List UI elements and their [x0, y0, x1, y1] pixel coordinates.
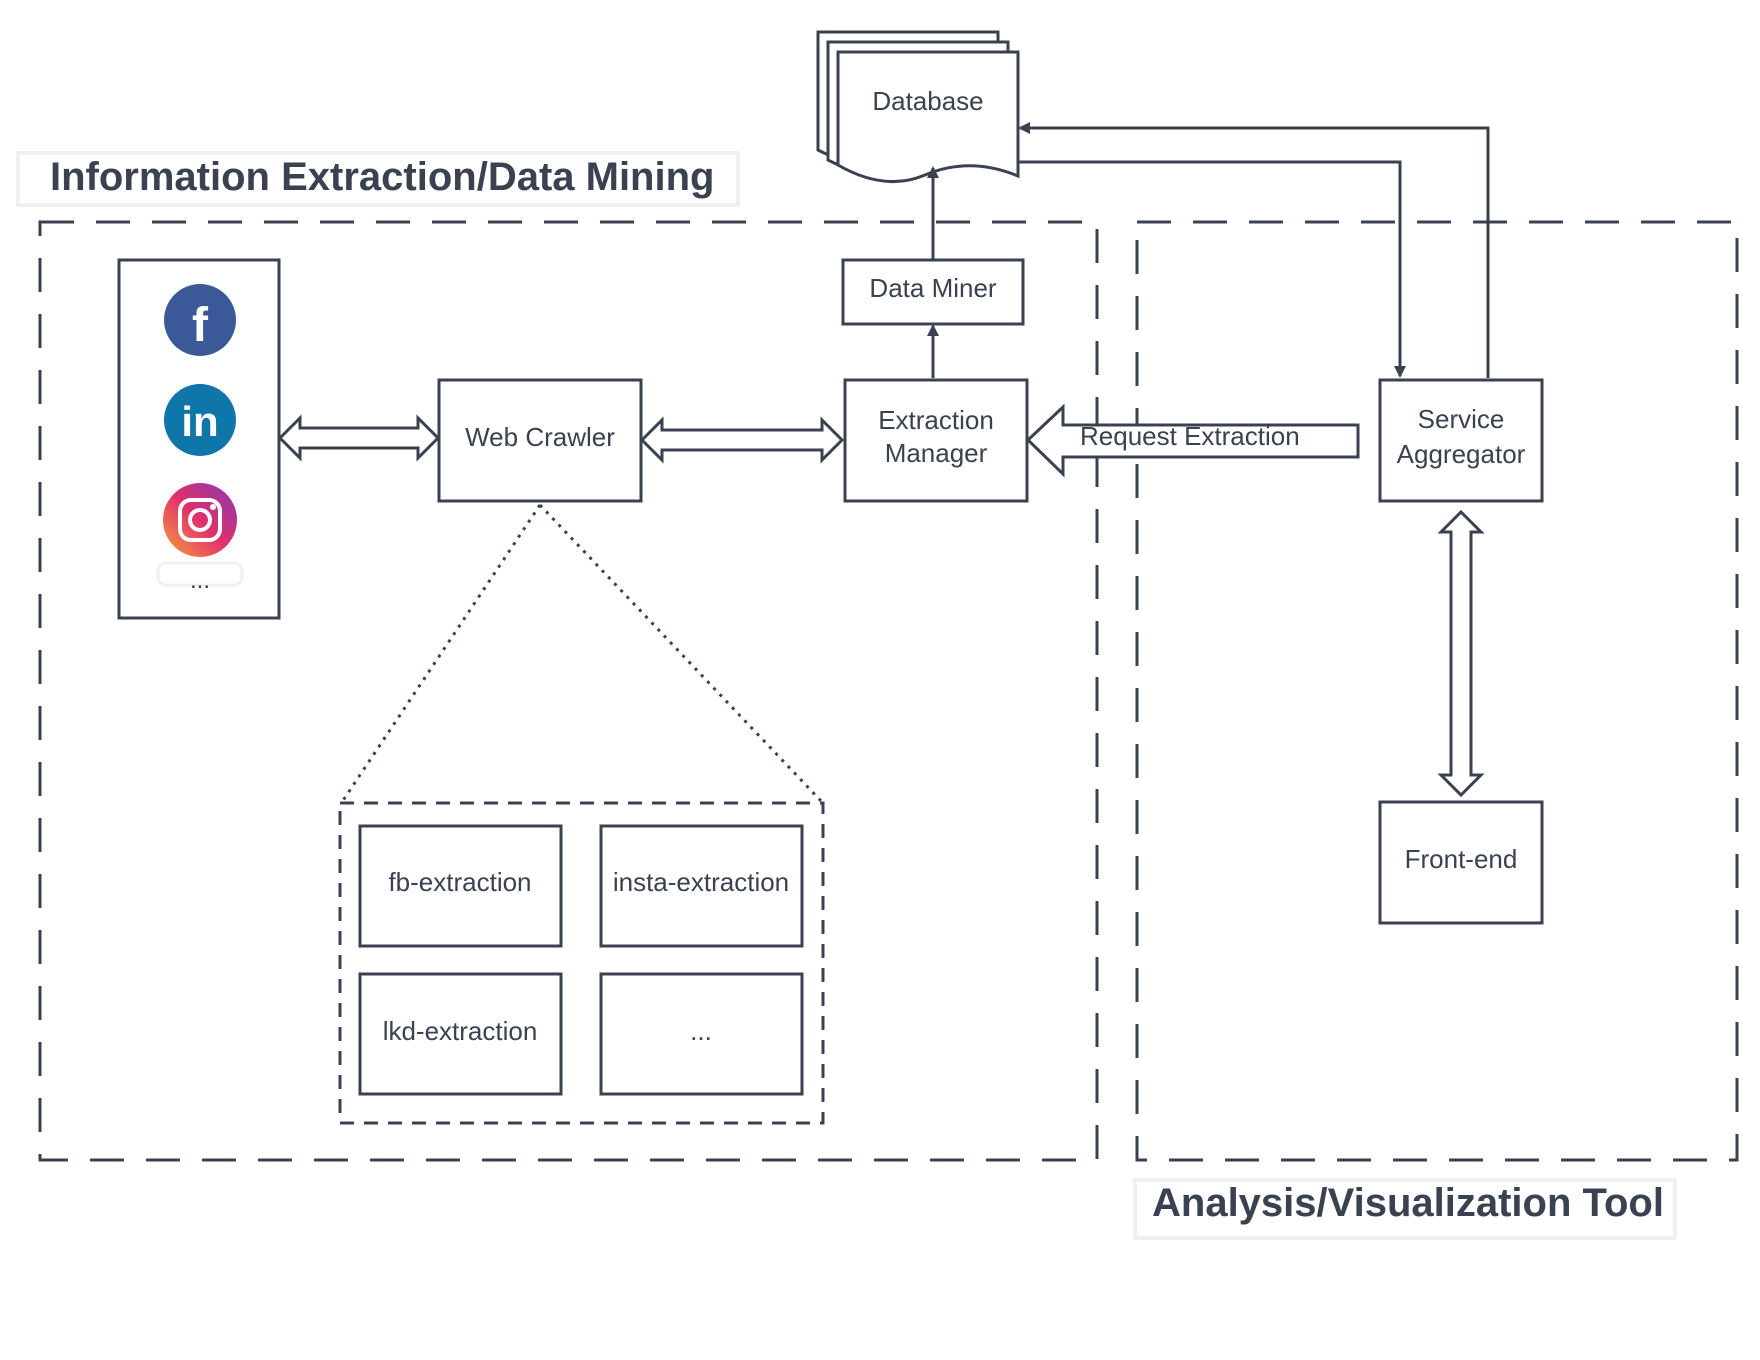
extraction-title-bg [16, 151, 740, 207]
front-end-label: Front-end [1405, 844, 1518, 874]
web-crawler-label: Web Crawler [465, 422, 615, 452]
crawler-manager-double-arrow [639, 416, 845, 464]
linkedin-icon: in [164, 384, 236, 456]
data-miner-node[interactable]: Data Miner [841, 258, 1025, 326]
zoom-line-left [340, 504, 542, 803]
extractor-subgroup [338, 801, 825, 1125]
service-aggregator-node[interactable]: Service Aggregator [1378, 378, 1544, 503]
analysis-group [1135, 220, 1739, 1162]
instagram-icon [163, 483, 237, 557]
request-extraction-arrow [1025, 403, 1360, 478]
aggregator-to-database-edge [1018, 122, 1490, 378]
insta-extraction-node[interactable]: insta-extraction [599, 824, 804, 948]
facebook-icon: f [164, 284, 236, 356]
front-end-node[interactable]: Front-end [1378, 800, 1544, 925]
fb-extraction-label: fb-extraction [388, 867, 531, 897]
extraction-manager-label-line1: Extraction [878, 405, 994, 435]
web-crawler-node[interactable]: Web Crawler [437, 378, 643, 503]
extraction-group-title: Information Extraction/Data Mining [50, 155, 714, 199]
database-to-aggregator-edge [1018, 160, 1406, 378]
extraction-manager-label-line2: Manager [885, 438, 988, 468]
extraction-manager-node[interactable]: Extraction Manager [843, 378, 1029, 503]
zoom-line-right [538, 503, 824, 804]
extraction-group [38, 220, 1099, 1162]
service-aggregator-label-line2: Aggregator [1397, 439, 1526, 469]
insta-extraction-label: insta-extraction [613, 867, 789, 897]
fb-extraction-node[interactable]: fb-extraction [358, 824, 563, 948]
database-node[interactable]: Database [816, 30, 1020, 184]
analysis-group-title: Analysis/Visualization Tool [1152, 1181, 1664, 1225]
aggregator-frontend-double-arrow [1437, 509, 1485, 798]
sources-crawler-double-arrow [277, 414, 441, 462]
lkd-extraction-label: lkd-extraction [383, 1016, 538, 1046]
more-sources-label: ... [190, 567, 210, 594]
svg-text:in: in [181, 398, 218, 445]
more-extraction-label: ... [690, 1016, 712, 1046]
request-extraction-label: Request Extraction [1080, 421, 1300, 451]
data-miner-label: Data Miner [869, 273, 996, 303]
database-label: Database [872, 86, 983, 116]
analysis-title-bg [1133, 1178, 1677, 1240]
more-extraction-node[interactable]: ... [599, 972, 804, 1096]
social-sources-panel: f in ... [117, 258, 281, 620]
lkd-extraction-node[interactable]: lkd-extraction [358, 972, 563, 1096]
service-aggregator-label-line1: Service [1418, 404, 1505, 434]
svg-text:f: f [192, 299, 209, 352]
